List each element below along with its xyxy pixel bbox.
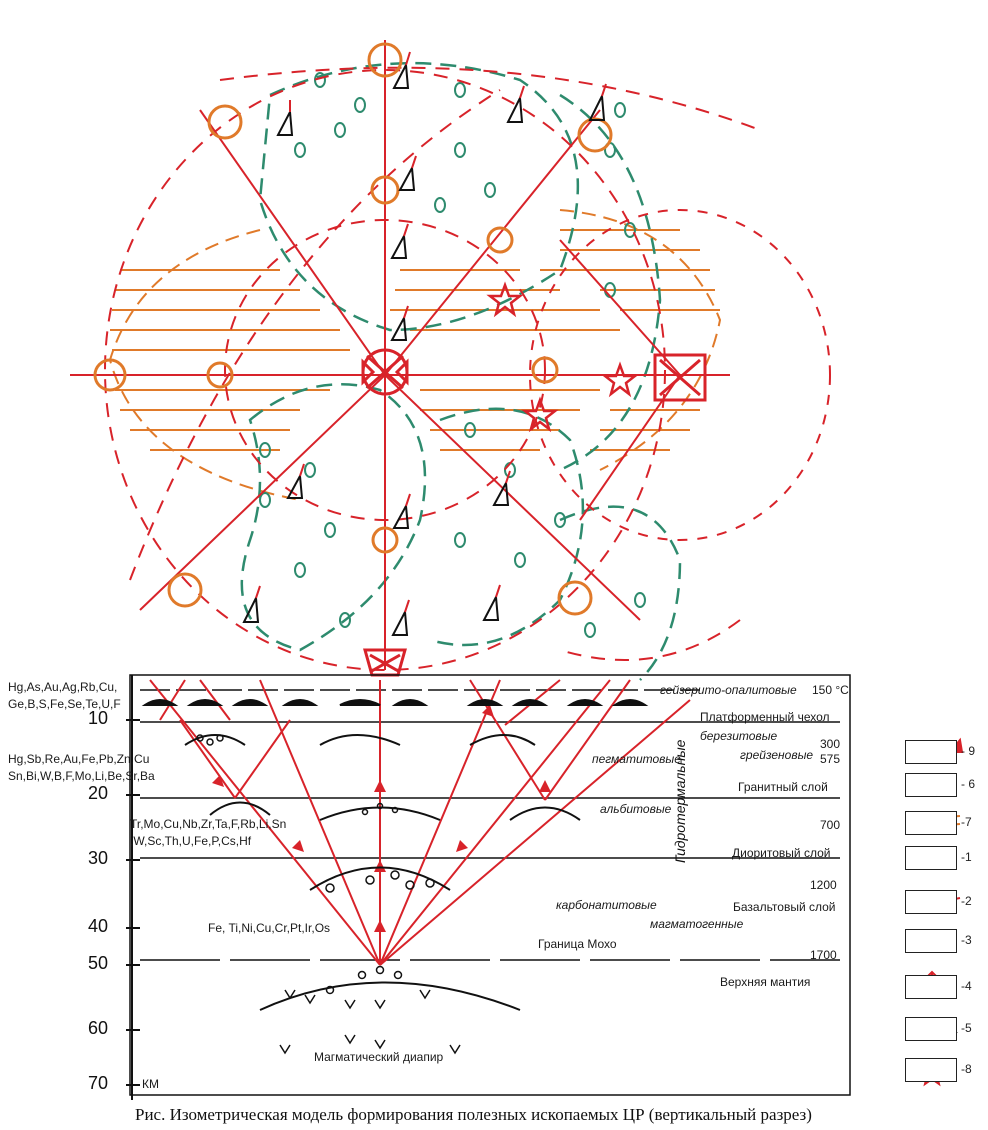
orange-hatch-zone-center bbox=[390, 269, 620, 451]
layer-granite: Гранитный слой bbox=[738, 780, 828, 794]
top-elements-row1: Hg,As,Au,Ag,Rb,Cu, bbox=[8, 680, 118, 694]
ore-occurrence-flags bbox=[242, 51, 607, 636]
depth-tick-60: 60 bbox=[88, 1018, 109, 1038]
top-elements-row2: Ge,B,S,Fe,Se,Te,U,F bbox=[8, 697, 121, 711]
magmatic-centre-main bbox=[361, 348, 409, 396]
layer-moho: Граница Мохо bbox=[538, 937, 617, 951]
figure-caption: Рис. Изометрическая модель формирования … bbox=[135, 1105, 812, 1124]
depth-tick-50: 50 bbox=[88, 953, 109, 973]
orange-hatch-zone-right bbox=[540, 209, 722, 471]
zone-hydrothermal: Гидротермальные bbox=[672, 739, 688, 863]
layer-boundaries bbox=[140, 689, 840, 961]
legend-box-1 bbox=[905, 846, 957, 870]
legend-box-4 bbox=[905, 975, 957, 999]
red-dashed-circles bbox=[104, 66, 831, 671]
zone-magmatogenic: магматогенные bbox=[650, 917, 744, 931]
temp-575: 575 bbox=[820, 752, 841, 766]
legend-box-8 bbox=[905, 1058, 957, 1082]
zone-beresite: березитовые bbox=[700, 729, 778, 743]
legend-label-3: -3 bbox=[961, 933, 972, 947]
depth-tick-30: 30 bbox=[88, 848, 109, 868]
legend-box-3 bbox=[905, 929, 957, 953]
depth-unit: КМ bbox=[142, 1077, 159, 1091]
temp-700: 700 bbox=[820, 818, 841, 832]
green-circle-marks bbox=[259, 72, 646, 638]
layer-diorite: Диоритовый слой bbox=[732, 846, 831, 860]
deep-elements-row2: ,W,Sc,Th,U,Fe,P,Cs,Hf bbox=[130, 834, 252, 848]
temp-1200: 1200 bbox=[810, 878, 837, 892]
depth-tick-20: 20 bbox=[88, 783, 109, 803]
legend-label-7: -7 bbox=[961, 815, 972, 829]
temp-1700: 1700 bbox=[810, 948, 837, 962]
orange-hatch-zone-left bbox=[108, 229, 350, 501]
legend-label-4: -4 bbox=[961, 979, 972, 993]
legend-box-5 bbox=[905, 1017, 957, 1041]
basalt-v-marks bbox=[279, 989, 461, 1055]
depth-tick-10: 10 bbox=[88, 708, 109, 728]
zone-geyserite: гейзерито-опалитовые bbox=[660, 683, 797, 697]
green-dashed-zones bbox=[240, 61, 682, 681]
layer-basalt: Базальтовый слой bbox=[733, 900, 836, 914]
legend-box-9 bbox=[905, 740, 957, 764]
temp-150: 150 °С bbox=[812, 683, 849, 697]
legend-label-1: -1 bbox=[961, 850, 972, 864]
section-red-rays bbox=[149, 679, 691, 966]
layer-upper-mantle: Верхняя мантия bbox=[720, 975, 811, 989]
legend-box-6 bbox=[905, 773, 957, 797]
zone-pegmatite: пегматитовые bbox=[592, 752, 681, 766]
depth-tick-70: 70 bbox=[88, 1073, 109, 1093]
temp-300: 300 bbox=[820, 737, 841, 751]
layer-platform: Платформенный чехол bbox=[700, 710, 830, 724]
legend-box-7 bbox=[905, 811, 957, 835]
mid-elements-row1: Hg,Sb,Re,Au,Fe,Pb,Zn,Cu bbox=[8, 752, 150, 766]
legend-label-6: - 6 bbox=[961, 777, 976, 791]
mid-elements-row2: Sn,Bi,W,B,F,Mo,Li,Be,Sr,Ba bbox=[8, 769, 155, 783]
intrusion-dots bbox=[196, 734, 435, 995]
zone-albite: альбитовые bbox=[600, 802, 672, 816]
section-red-arrows bbox=[212, 705, 551, 932]
depth-axis-ticks bbox=[126, 719, 140, 1086]
deep-elements-row1: Tr,Mo,Cu,Nb,Zr,Ta,F,Rb,Li,Sn bbox=[130, 817, 287, 831]
zone-carbonatite: карбонатитовые bbox=[556, 898, 657, 912]
legend-label-9: - 9 bbox=[961, 744, 976, 758]
intrusion-lenses bbox=[141, 699, 649, 706]
legend-box-2 bbox=[905, 890, 957, 914]
legend-label-5: -5 bbox=[961, 1021, 972, 1035]
red-stars bbox=[486, 281, 639, 433]
legend-label-8: -8 bbox=[961, 1062, 972, 1076]
layer-diapir: Магматический диапир bbox=[314, 1050, 444, 1064]
mantle-elements: Fe, Ti,Ni,Cu,Cr,Pt,Ir,Os bbox=[208, 921, 331, 935]
magmatic-centre-right bbox=[653, 353, 707, 402]
legend-label-2: -2 bbox=[961, 894, 972, 908]
zone-greisen: грейзеновые bbox=[740, 748, 814, 762]
depth-tick-40: 40 bbox=[88, 916, 109, 936]
plan-view bbox=[70, 40, 831, 681]
section-frame bbox=[129, 674, 851, 1096]
section-view bbox=[126, 674, 851, 1100]
